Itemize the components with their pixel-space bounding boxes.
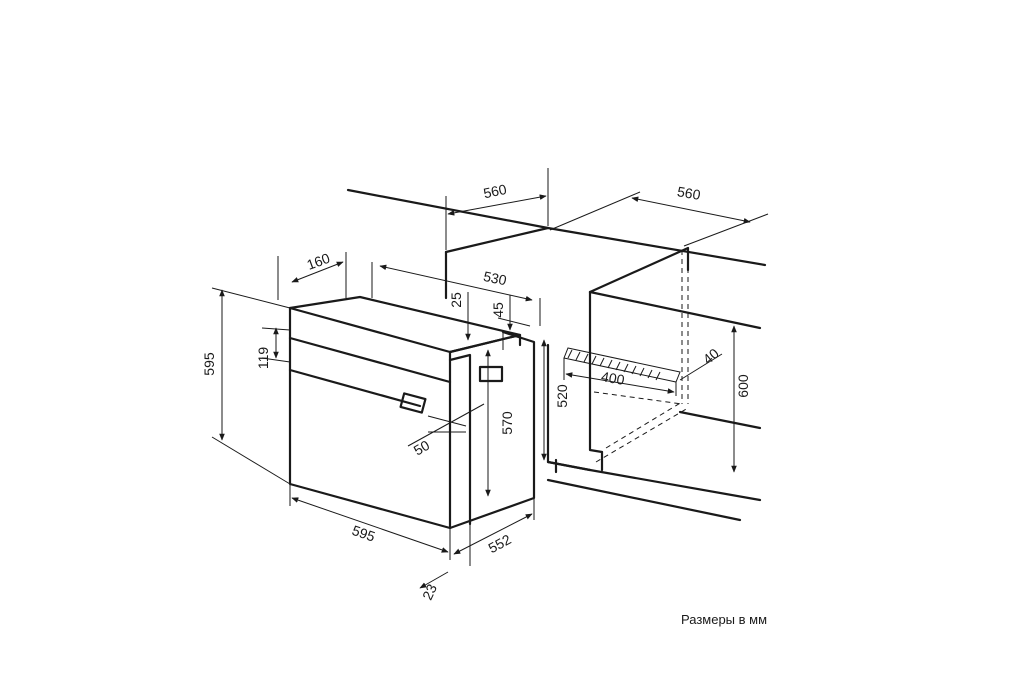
- oven-control-panel-line: [288, 336, 452, 384]
- dim-line-col-depth: [631, 196, 751, 224]
- hidden-floor-diag-1: [595, 407, 689, 463]
- oven-handle-grip: [399, 392, 427, 414]
- dim-width-label: 595: [350, 522, 377, 545]
- dim-25-label: 25: [448, 292, 464, 308]
- dim-uc-height-label: 520: [554, 384, 570, 408]
- dim-uc-depth-label: 560: [482, 181, 508, 202]
- oven-door-edge: [448, 353, 472, 526]
- dim-top-offset-label: 160: [305, 250, 333, 273]
- dim-line-uc-depth: [447, 194, 547, 216]
- column-niche-shelf: [678, 410, 762, 430]
- dim-line-width: [291, 497, 449, 553]
- oven-dimensions: 595 119 160 530 25 45 570 50: [201, 250, 541, 602]
- dim-height-label: 595: [201, 352, 217, 376]
- dim-line-top-offset: [291, 261, 344, 283]
- oven-drawing: [288, 288, 536, 530]
- dim-vent-width-label: 400: [600, 368, 626, 388]
- dim-panel-label: 119: [255, 347, 271, 370]
- cabinet-dimensions: 560 520 560 600 400 40: [445, 168, 769, 473]
- dim-col-height-label: 600: [735, 374, 751, 398]
- dim-50-label: 50: [411, 437, 433, 459]
- oven-side-latch: [478, 365, 504, 383]
- dim-line-50: [407, 403, 485, 447]
- dim-ext-height-bottom: [211, 436, 291, 485]
- oven-side: [448, 330, 536, 530]
- dim-ext-panel-bottom: [261, 357, 291, 363]
- dim-ext-height-top: [211, 287, 291, 309]
- niche-floor-front: [546, 460, 762, 502]
- oven-front-face: [288, 306, 452, 530]
- dim-line-vent-depth: [679, 353, 723, 381]
- dim-line-vent-width: [565, 372, 675, 394]
- dim-body-height-label: 570: [499, 411, 515, 435]
- dim-vent-depth-label: 40: [700, 345, 722, 367]
- dim-col-depth-label: 560: [676, 183, 702, 203]
- column-niche-back: [588, 290, 762, 330]
- dim-ext-45: [497, 317, 531, 327]
- dim-ext-panel-top: [261, 327, 291, 331]
- dim-line-door: [419, 571, 449, 589]
- dim-ext-col-depth-right: [683, 213, 769, 247]
- dim-door-label: 23: [419, 581, 440, 602]
- countertop-side-edge: [444, 226, 550, 254]
- plinth-edge: [546, 478, 742, 522]
- column-niche-top: [588, 246, 690, 294]
- cabinet-drawing: [346, 188, 767, 522]
- units-caption: Размеры в мм: [681, 612, 768, 627]
- dim-body-depth-label: 530: [482, 268, 508, 289]
- dim-line-depth: [453, 513, 533, 555]
- dim-ext-50-a: [427, 415, 467, 427]
- dim-line-body-depth: [379, 264, 533, 302]
- hidden-floor-back: [593, 391, 683, 405]
- dim-ext-col-depth-left: [549, 191, 641, 231]
- column-niche-left: [588, 290, 604, 454]
- dim-45-label: 45: [490, 302, 506, 318]
- oven-rear-edges: [371, 288, 504, 350]
- hidden-floor-diag-2: [605, 401, 683, 449]
- oven-handle[interactable]: [288, 368, 422, 408]
- dim-depth-label: 552: [486, 531, 514, 556]
